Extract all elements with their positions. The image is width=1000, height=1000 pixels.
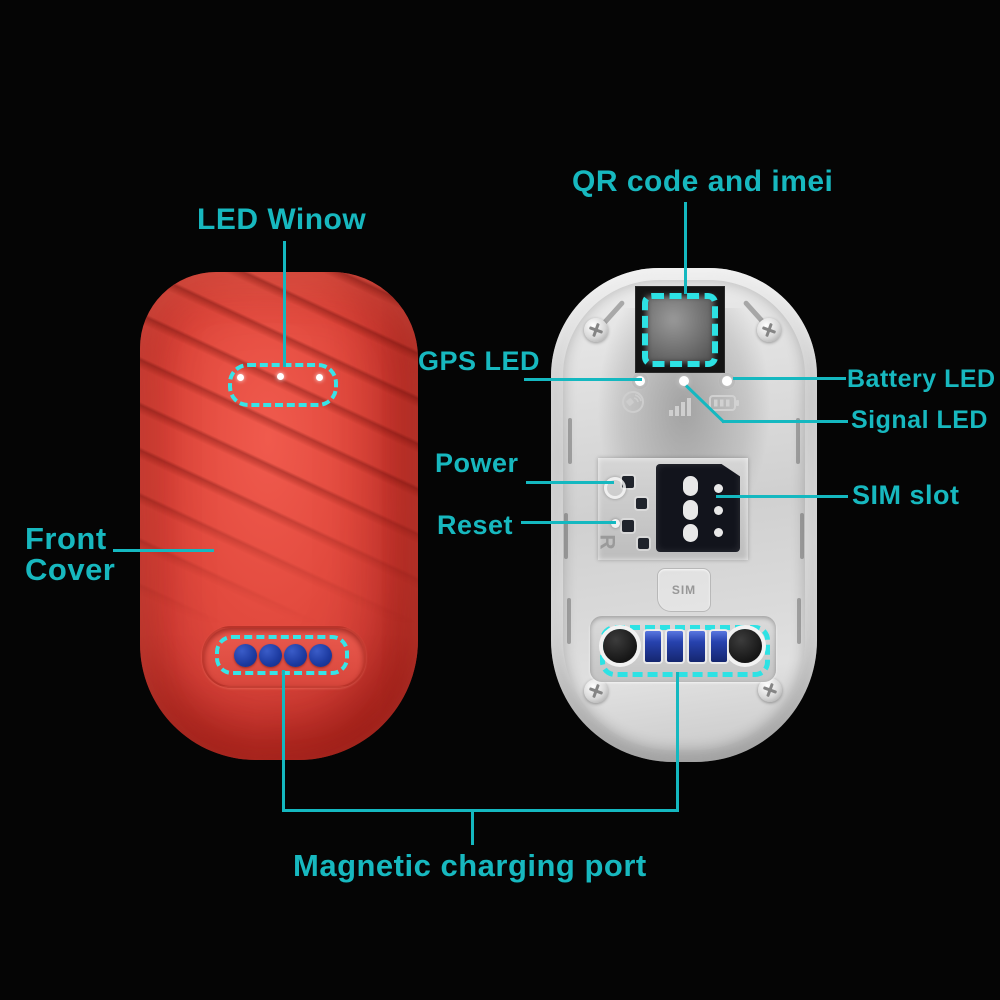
label-reset: Reset: [437, 510, 514, 540]
charging-pin: [645, 631, 661, 662]
led-window-dot: [237, 374, 244, 381]
magnetic-contact: [728, 629, 762, 663]
qr-code-highlight: [642, 293, 718, 367]
callout-line-front-cover: [113, 549, 214, 552]
label-magnetic-charging-port: Magnetic charging port: [293, 848, 647, 883]
charging-contact-dot: [309, 644, 332, 667]
bracket-stem-line: [471, 809, 474, 845]
bracket-right-line: [676, 672, 679, 812]
led-window-dot: [277, 373, 284, 380]
gps-satellite-icon: [622, 391, 644, 413]
callout-line-reset: [521, 521, 616, 524]
case-slit: [564, 513, 568, 559]
charging-contact-dot: [259, 644, 282, 667]
callout-line-gps-led: [524, 378, 642, 381]
battery-led-dot: [722, 376, 732, 386]
label-sim-slot: SIM slot: [852, 480, 960, 510]
label-battery-led: Battery LED: [847, 365, 996, 393]
callout-line-battery-led: [733, 377, 846, 380]
sim-embossed-label: SIM: [657, 568, 711, 612]
reset-marking: R: [595, 534, 619, 550]
sim-contact-dot: [714, 484, 723, 493]
pcb-component: [638, 538, 649, 549]
sim-contact-dot: [714, 528, 723, 537]
label-front-cover: Front Cover: [25, 521, 116, 587]
label-power: Power: [435, 448, 519, 478]
red-device-front-cover: [140, 272, 418, 760]
white-charging-port: [590, 616, 776, 682]
sim-contact-dot: [714, 506, 723, 515]
sim-contact-slot: [683, 476, 698, 496]
led-window-dot: [316, 374, 323, 381]
sim-socket: [656, 464, 740, 552]
charging-port-highlight: [600, 625, 770, 677]
magnetic-contact: [603, 629, 637, 663]
red-charging-port: [202, 626, 366, 688]
signal-bars-icon: [669, 398, 691, 416]
callout-line-signal-led: [722, 420, 848, 423]
pcb-component: [622, 520, 634, 532]
white-device-internal-view: R SIM: [551, 268, 817, 762]
screw: [584, 318, 608, 342]
case-slit: [797, 598, 801, 644]
sim-contact-slot: [683, 500, 698, 520]
screw: [758, 678, 782, 702]
case-slit: [567, 598, 571, 644]
power-button: [604, 477, 626, 499]
qr-code-area: [636, 287, 724, 372]
pcb-area: [598, 458, 748, 560]
screw: [757, 318, 781, 342]
sim-contact-slot: [683, 524, 698, 542]
charging-pin: [667, 631, 683, 662]
case-slit: [568, 418, 572, 464]
charging-contact-dot: [284, 644, 307, 667]
label-signal-led: Signal LED: [851, 406, 988, 434]
label-led-window: LED Winow: [197, 203, 367, 236]
callout-line-qr-code: [684, 202, 687, 294]
callout-line-power: [526, 481, 614, 484]
charging-pin: [711, 631, 727, 662]
label-gps-led: GPS LED: [418, 346, 541, 376]
bracket-left-line: [282, 670, 285, 812]
charging-pin: [689, 631, 705, 662]
screw: [584, 679, 608, 703]
charging-contact-dot: [234, 644, 257, 667]
gps-led-dot: [635, 376, 645, 386]
callout-line-sim-slot: [716, 495, 848, 498]
pcb-component: [636, 498, 647, 509]
case-slit: [800, 513, 804, 559]
callout-line-led-window: [283, 241, 286, 367]
led-window-highlight: [228, 363, 338, 407]
label-qr-code: QR code and imei: [572, 165, 834, 198]
signal-led-dot: [679, 376, 689, 386]
battery-icon: [709, 395, 739, 411]
case-slit: [796, 418, 800, 464]
bracket-horizontal-line: [282, 809, 679, 812]
qr-code-image: [646, 296, 714, 363]
